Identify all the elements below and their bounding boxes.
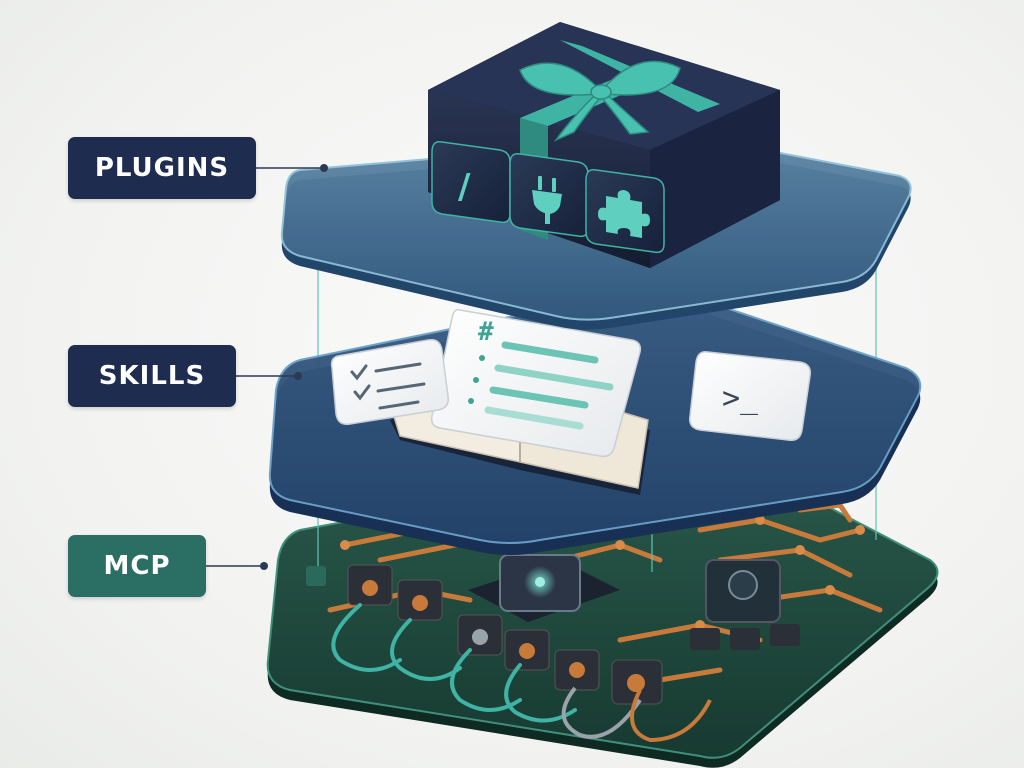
markdown-hash-icon: # [478,317,494,347]
ribbon-bow-icon [519,60,681,142]
mcp-label: MCP [68,535,206,597]
leader-dots [260,164,328,570]
leader-lines [206,167,322,567]
markdown-sheet [430,308,642,458]
slash-command-icon: / [458,167,471,207]
plug-icon [532,176,562,224]
central-chip [468,554,620,622]
teal-cables [331,603,577,723]
puzzle-icon [598,190,650,238]
plugin-tile-slash [431,140,511,224]
terminal-card [688,350,812,442]
skills-label: SKILLS [68,345,236,407]
right-module [690,559,800,650]
connector-ports [347,564,663,705]
plugins-label: PLUGINS [68,137,256,199]
grey-cable [561,686,642,739]
copper-cable [630,689,712,743]
checklist-icon [330,338,450,426]
terminal-icon: >_ [722,381,759,416]
mcp-anchor-block [306,566,326,586]
